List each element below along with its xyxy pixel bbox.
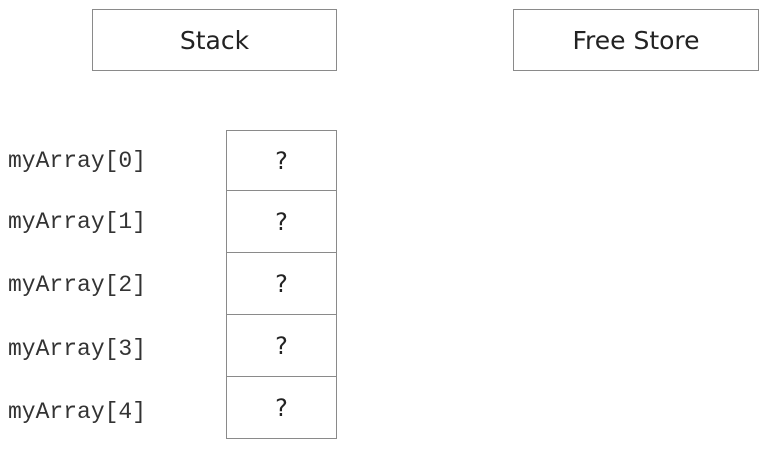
array-cell-0: ? <box>227 131 336 191</box>
free-store-header-box: Free Store <box>513 9 759 71</box>
array-cell-4: ? <box>227 377 336 439</box>
array-label-1: myArray[1] <box>8 209 147 235</box>
array-cell-1: ? <box>227 191 336 253</box>
array-label-0: myArray[0] <box>8 148 147 174</box>
array-label-3: myArray[3] <box>8 336 147 362</box>
stack-header-box: Stack <box>92 9 337 71</box>
array-cell-3: ? <box>227 315 336 377</box>
array-label-2: myArray[2] <box>8 272 147 298</box>
stack-title: Stack <box>179 25 250 55</box>
array-cell-2: ? <box>227 253 336 315</box>
free-store-title: Free Store <box>572 25 700 55</box>
array-memory-column: ? ? ? ? ? <box>226 130 337 439</box>
array-label-4: myArray[4] <box>8 399 147 425</box>
